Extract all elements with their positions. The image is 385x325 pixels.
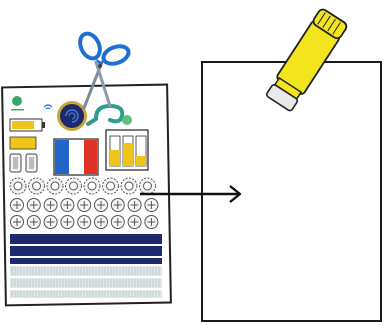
plus-circle-icon: [78, 216, 91, 229]
gear-icon: [29, 178, 45, 194]
yellow-block: [10, 137, 36, 149]
sheet-logo-icon: [12, 96, 22, 106]
plus-circle-icon: [78, 199, 91, 212]
plus-circle-icon: [11, 216, 24, 229]
plus-circle-icon: [145, 216, 158, 229]
navy-stripes: [10, 234, 162, 264]
plus-circle-icon: [128, 216, 141, 229]
flag-icon: [54, 139, 98, 175]
plus-circle-icon: [11, 199, 24, 212]
gear-icon: [47, 178, 63, 194]
battery-levels-icon: [106, 130, 148, 170]
gear-icon: [103, 178, 119, 194]
plus-circle-icon: [95, 216, 108, 229]
plus-circle-icon: [145, 199, 158, 212]
grey-bands: [10, 266, 162, 298]
gear-icon: [140, 178, 156, 194]
plus-circle-icon: [111, 216, 124, 229]
plus-circle-icon: [95, 199, 108, 212]
plus-circle-icon: [27, 216, 40, 229]
plus-circle-icon: [27, 199, 40, 212]
gear-icon: [10, 178, 26, 194]
gear-icon: [84, 178, 100, 194]
plus-circle-icon: [111, 199, 124, 212]
plus-circle-icon: [44, 199, 57, 212]
gear-icon: [66, 178, 82, 194]
plus-circle-icon: [128, 199, 141, 212]
plus-circle-icon: [44, 216, 57, 229]
plus-circle-icon: [61, 216, 74, 229]
gear-icon: [121, 178, 137, 194]
plus-circle-icon: [61, 199, 74, 212]
